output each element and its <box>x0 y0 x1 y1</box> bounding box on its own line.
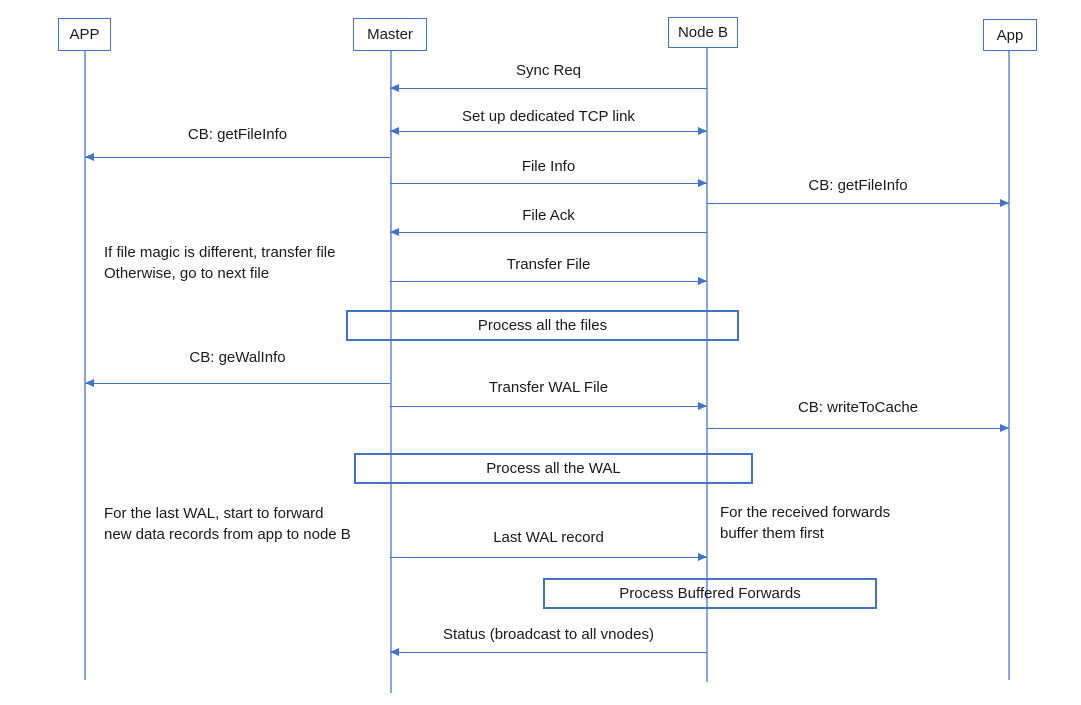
message-arrow-setup-tcp <box>390 127 707 136</box>
arrowhead-left-icon <box>390 648 399 656</box>
arrowhead-right-icon <box>698 127 707 135</box>
actor-box-node-b: Node B <box>668 17 738 48</box>
actor-label-node-b: Node B <box>677 24 729 41</box>
lifeline-app-right <box>1008 51 1010 680</box>
arrow-line <box>390 182 707 185</box>
arrow-line <box>85 156 390 159</box>
arrowhead-right-icon <box>698 179 707 187</box>
message-label-transfer-wal-file: Transfer WAL File <box>488 379 609 396</box>
arrowhead-left-icon <box>390 84 399 92</box>
arrowhead-left-icon <box>85 153 94 161</box>
process-box-buffered-forwards-label: Process Buffered Forwards <box>619 585 801 602</box>
arrow-line <box>390 231 707 234</box>
arrow-line <box>707 427 1009 430</box>
process-box-wal: Process all the WAL <box>354 453 753 484</box>
process-box-buffered-forwards: Process Buffered Forwards <box>543 578 877 609</box>
arrow-line <box>85 382 390 385</box>
arrowhead-right-icon <box>698 553 707 561</box>
message-arrow-cb-getfileinfo-left <box>85 153 390 162</box>
message-label-cb-writetocache: CB: writeToCache <box>797 399 919 416</box>
arrowhead-right-icon <box>698 277 707 285</box>
arrow-line <box>390 87 707 90</box>
message-label-transfer-file: Transfer File <box>506 256 591 273</box>
arrow-line <box>390 405 707 408</box>
process-box-files-label: Process all the files <box>477 317 608 334</box>
message-label-last-wal-record: Last WAL record <box>493 529 604 546</box>
message-label-cb-getfileinfo-left: CB: getFileInfo <box>187 126 288 143</box>
message-arrow-sync-req <box>390 84 707 93</box>
message-arrow-cb-writetocache <box>707 424 1009 433</box>
arrowhead-left-icon <box>85 379 94 387</box>
arrowhead-left-icon <box>390 127 399 135</box>
arrow-line <box>390 651 707 654</box>
process-box-files: Process all the files <box>346 310 739 341</box>
arrow-line <box>390 556 707 559</box>
arrowhead-left-icon <box>390 228 399 236</box>
message-label-status-broadcast: Status (broadcast to all vnodes) <box>443 626 654 643</box>
note-buffer-forwards: For the received forwards buffer them fi… <box>720 504 891 542</box>
message-label-setup-tcp: Set up dedicated TCP link <box>462 108 635 125</box>
message-arrow-cb-gewalinfo <box>85 379 390 388</box>
note-last-wal-forward: For the last WAL, start to forward new d… <box>104 505 351 543</box>
process-box-wal-label: Process all the WAL <box>486 460 621 477</box>
lifeline-node-b <box>706 48 708 682</box>
arrowhead-right-icon <box>1000 424 1009 432</box>
message-label-sync-req: Sync Req <box>515 62 582 79</box>
actor-box-app-right: App <box>983 19 1037 51</box>
actor-label-master: Master <box>367 26 413 43</box>
actor-box-app-left: APP <box>58 18 111 51</box>
actor-label-app-left: APP <box>69 26 100 43</box>
lifeline-app-left <box>84 51 86 680</box>
message-label-file-info: File Info <box>521 158 576 175</box>
message-arrow-last-wal-record <box>390 553 707 562</box>
arrow-line <box>390 280 707 283</box>
arrow-line <box>390 130 707 133</box>
message-arrow-transfer-wal-file <box>390 402 707 411</box>
arrow-line <box>707 202 1009 205</box>
actor-box-master: Master <box>353 18 427 51</box>
message-arrow-status-broadcast <box>390 648 707 657</box>
note-file-magic: If file magic is different, transfer fil… <box>104 244 336 282</box>
arrowhead-right-icon <box>698 402 707 410</box>
message-label-cb-getfileinfo-right: CB: getFileInfo <box>808 177 908 194</box>
arrowhead-right-icon <box>1000 199 1009 207</box>
message-label-cb-gewalinfo: CB: geWalInfo <box>189 349 286 366</box>
message-label-file-ack: File Ack <box>522 207 575 224</box>
message-arrow-file-info <box>390 179 707 188</box>
message-arrow-file-ack <box>390 228 707 237</box>
lifeline-master <box>390 51 392 693</box>
message-arrow-transfer-file <box>390 277 707 286</box>
message-arrow-cb-getfileinfo-right <box>707 199 1009 208</box>
actor-label-app-right: App <box>996 26 1024 44</box>
